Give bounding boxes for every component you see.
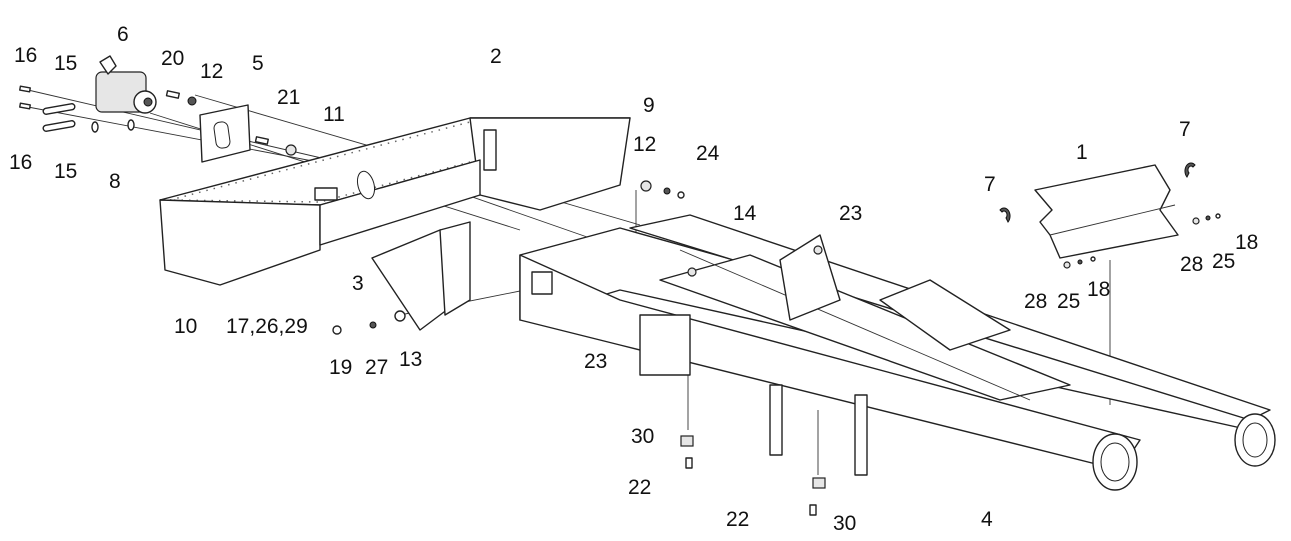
callout-30a: 30 (631, 425, 654, 448)
main-frame (519, 214, 1276, 491)
callout-3: 3 (352, 272, 364, 295)
callout-15a: 15 (54, 52, 77, 75)
rear-bumper (159, 117, 631, 286)
callout-14: 14 (733, 202, 757, 225)
callout-12b: 12 (633, 133, 656, 156)
callout-16a: 16 (14, 44, 37, 67)
callout-28a: 28 (1180, 253, 1203, 276)
callout-9: 9 (643, 94, 655, 117)
callout-20: 20 (161, 47, 184, 70)
callout-22a: 22 (628, 476, 651, 499)
callout-21: 21 (277, 86, 300, 109)
callout-10: 10 (174, 315, 197, 338)
mounting-plate (199, 104, 251, 163)
callout-23a: 23 (839, 202, 862, 225)
callout-13: 13 (399, 348, 422, 371)
callout-labels: 16 15 6 20 12 5 21 11 16 15 8 2 9 12 24 … (9, 23, 1258, 535)
callout-1: 1 (1076, 141, 1088, 164)
callout-17-26-29: 17,26,29 (226, 315, 308, 338)
callout-6: 6 (117, 23, 129, 46)
pins (19, 85, 297, 156)
callout-15b: 15 (54, 160, 77, 183)
callout-19: 19 (329, 356, 352, 379)
callout-18b: 18 (1087, 278, 1110, 301)
callout-12a: 12 (200, 60, 223, 83)
callout-24: 24 (696, 142, 720, 165)
callout-8: 8 (109, 170, 121, 193)
callout-25b: 25 (1057, 290, 1080, 313)
callout-7b: 7 (1179, 118, 1191, 141)
callout-25a: 25 (1212, 250, 1235, 273)
callout-7a: 7 (984, 173, 996, 196)
callout-2: 2 (490, 45, 502, 68)
callout-18a: 18 (1235, 231, 1258, 254)
fasteners (640, 180, 826, 516)
bracket (332, 221, 471, 335)
callout-30b: 30 (833, 512, 856, 535)
callout-5: 5 (252, 52, 264, 75)
callout-22b: 22 (726, 508, 749, 531)
callout-27: 27 (365, 356, 388, 379)
skid-plate (999, 162, 1221, 269)
callout-23b: 23 (584, 350, 607, 373)
callout-28b: 28 (1024, 290, 1047, 313)
callout-16b: 16 (9, 151, 32, 174)
callout-11: 11 (323, 103, 345, 126)
callout-4: 4 (981, 508, 993, 531)
tow-hitch (95, 55, 157, 114)
